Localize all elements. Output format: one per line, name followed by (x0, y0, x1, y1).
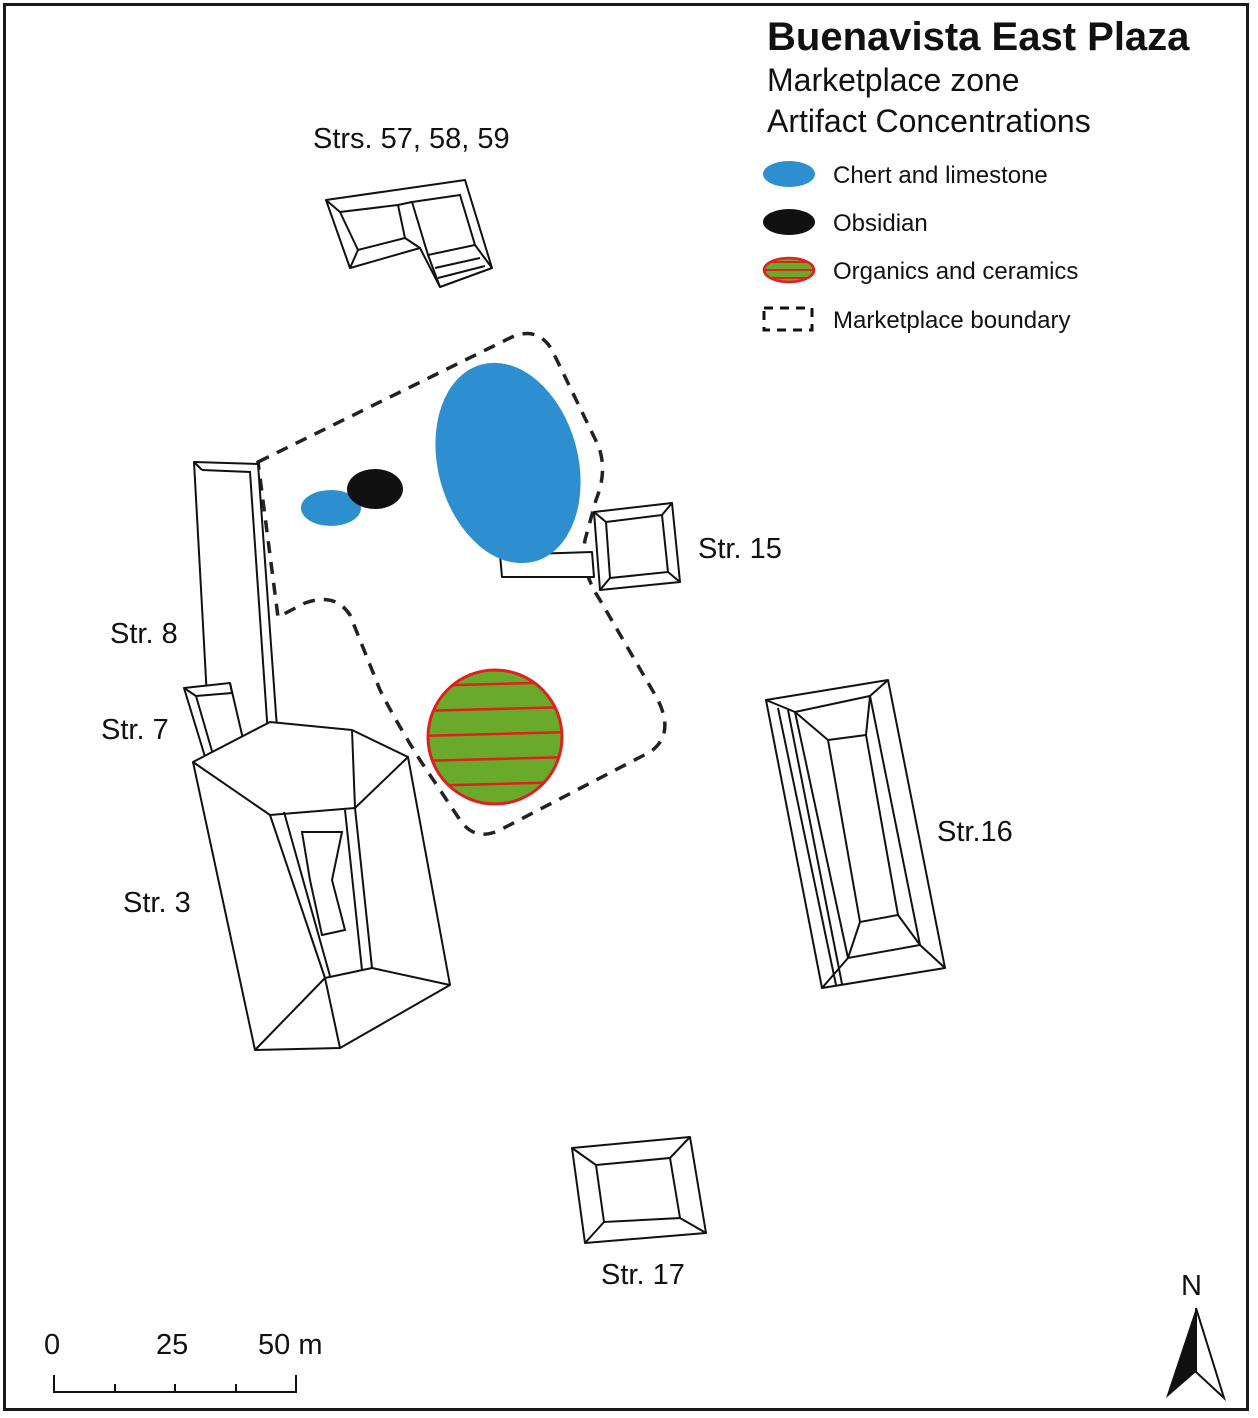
map-title: Buenavista East Plaza (767, 15, 1190, 59)
map-subtitle-1: Marketplace zone (767, 62, 1020, 98)
legend-swatch-boundary (762, 306, 814, 332)
organics-ceramics-concentration (426, 668, 564, 806)
scale-bar: 0 25 50 m (44, 1329, 322, 1393)
scale-label-50m: 50 m (258, 1329, 322, 1361)
structure-3 (192, 721, 451, 1051)
legend-swatch-obsidian (763, 209, 815, 235)
structure-17 (571, 1136, 707, 1244)
legend-label-organics: Organics and ceramics (833, 258, 1078, 285)
legend-label-boundary: Marketplace boundary (833, 307, 1070, 334)
legend-label-obsidian: Obsidian (833, 210, 928, 237)
north-arrow-icon (1166, 1308, 1196, 1398)
legend-item-boundary: Marketplace boundary (762, 306, 1070, 334)
label-str-3: Str. 3 (123, 887, 191, 919)
north-arrow: N (1166, 1270, 1227, 1402)
legend-swatch-chert (763, 161, 815, 187)
legend-label-chert: Chert and limestone (833, 162, 1048, 189)
chert-concentration-large (435, 362, 581, 564)
scale-label-25: 25 (156, 1329, 188, 1361)
label-str-17: Str. 17 (601, 1259, 685, 1291)
label-strs-57-58-59: Strs. 57, 58, 59 (313, 123, 510, 155)
label-str-16: Str.16 (937, 816, 1013, 848)
map-subtitle-2: Artifact Concentrations (767, 103, 1091, 139)
obsidian-concentration (347, 469, 403, 509)
marketplace-boundary (256, 331, 667, 836)
structure-16 (765, 679, 946, 989)
legend-item-obsidian: Obsidian (763, 209, 928, 237)
north-arrow-label: N (1181, 1270, 1202, 1302)
legend-item-organics: Organics and ceramics (762, 256, 1078, 285)
label-str-15: Str. 15 (698, 533, 782, 565)
chert-concentration-small (301, 490, 361, 526)
legend: Chert and limestone Obsidian Organics an… (762, 161, 1078, 334)
label-str-8: Str. 8 (110, 618, 178, 650)
scale-label-0: 0 (44, 1329, 60, 1361)
label-str-7: Str. 7 (101, 714, 169, 746)
structure-57-58-59 (325, 179, 493, 288)
structure-8 (193, 461, 279, 753)
legend-item-chert: Chert and limestone (763, 161, 1048, 189)
